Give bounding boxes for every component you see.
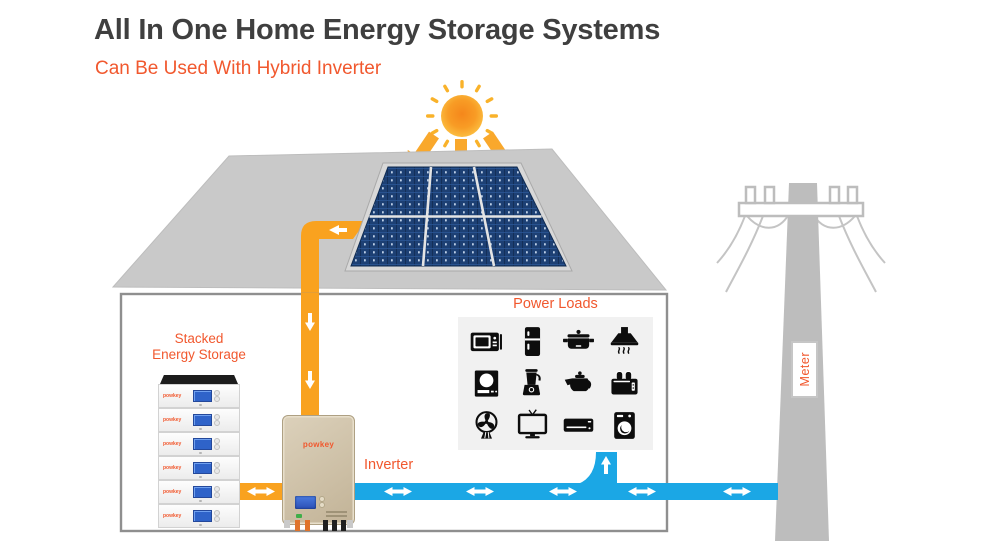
battery-button [214,438,220,444]
battery-module: powkey [158,408,240,432]
inverter-led [296,514,302,518]
battery-top-cap [160,375,238,384]
battery-module: powkey [158,456,240,480]
fan-icon [470,409,503,442]
battery-module: powkey [158,384,240,408]
battery-screen [193,438,212,450]
microwave-icon [470,325,503,358]
battery-stack: powkey powkey powkey powkey powkey powkey [158,375,240,528]
inverter-button [319,502,325,508]
battery-indicator [199,500,202,502]
battery-button [214,510,220,516]
air-conditioner-icon [562,409,595,442]
battery-indicator [199,524,202,526]
battery-module: powkey [158,480,240,504]
inverter-label: Inverter [364,457,414,473]
power-lines [716,213,886,293]
battery-screen [193,390,212,402]
battery-logo: powkey [163,393,182,399]
meter-label: Meter [797,352,812,387]
battery-button [214,486,220,492]
page-subtitle: Can Be Used With Hybrid Inverter [95,58,382,79]
inverter-terminal [332,520,337,531]
inverter-screen [295,496,316,509]
inverter-logo: powkey [302,440,335,449]
range-hood-icon [608,325,641,358]
battery-button [214,420,220,426]
battery-logo: powkey [163,489,182,495]
inverter-terminal [305,520,310,531]
battery-screen [193,510,212,522]
inverter-spec-text [326,511,347,513]
page-title: All In One Home Energy Storage Systems [94,14,661,46]
battery-button [214,444,220,450]
battery-button [214,390,220,396]
battery-button [214,492,220,498]
battery-logo: powkey [163,441,182,447]
cooking-pot-icon [562,325,595,358]
power-loads-label: Power Loads [513,296,598,312]
meter-box: Meter [791,341,818,398]
washing-machine-icon [608,409,641,442]
battery-button [214,516,220,522]
battery-button [214,396,220,402]
solar-panel [344,162,573,272]
battery-logo: powkey [163,513,182,519]
refrigerator-icon [516,325,549,358]
battery-button [214,414,220,420]
sun-icon [426,80,498,148]
crossarm [737,201,865,218]
inverter-terminal [295,520,300,531]
battery-screen [193,462,212,474]
toaster-icon [608,367,641,400]
battery-screen [193,486,212,498]
kettle-icon [562,367,595,400]
battery-indicator [199,452,202,454]
inverter-spec-text [326,515,347,517]
inverter-foot [284,520,290,528]
battery-indicator [199,476,202,478]
battery-button [214,468,220,474]
inverter-terminal [323,520,328,531]
tv-icon [516,409,549,442]
stacked-storage-label: Stacked Energy Storage [152,331,246,362]
battery-logo: powkey [163,417,182,423]
blender-icon [516,367,549,400]
battery-modules: powkey powkey powkey powkey powkey powkey [158,384,240,528]
battery-indicator [199,428,202,430]
battery-button [214,462,220,468]
power-loads-grid [458,317,653,450]
battery-module: powkey [158,432,240,456]
inverter-button [319,496,325,502]
battery-logo: powkey [163,465,182,471]
inverter-foot [347,520,353,528]
induction-cooker-icon [470,367,503,400]
inverter-unit: powkey [282,415,355,531]
battery-indicator [199,404,202,406]
power-loads-panel [458,317,653,450]
inverter-terminal [341,520,346,531]
solar-pipe-indoor [301,293,319,415]
battery-module: powkey [158,504,240,528]
battery-screen [193,414,212,426]
